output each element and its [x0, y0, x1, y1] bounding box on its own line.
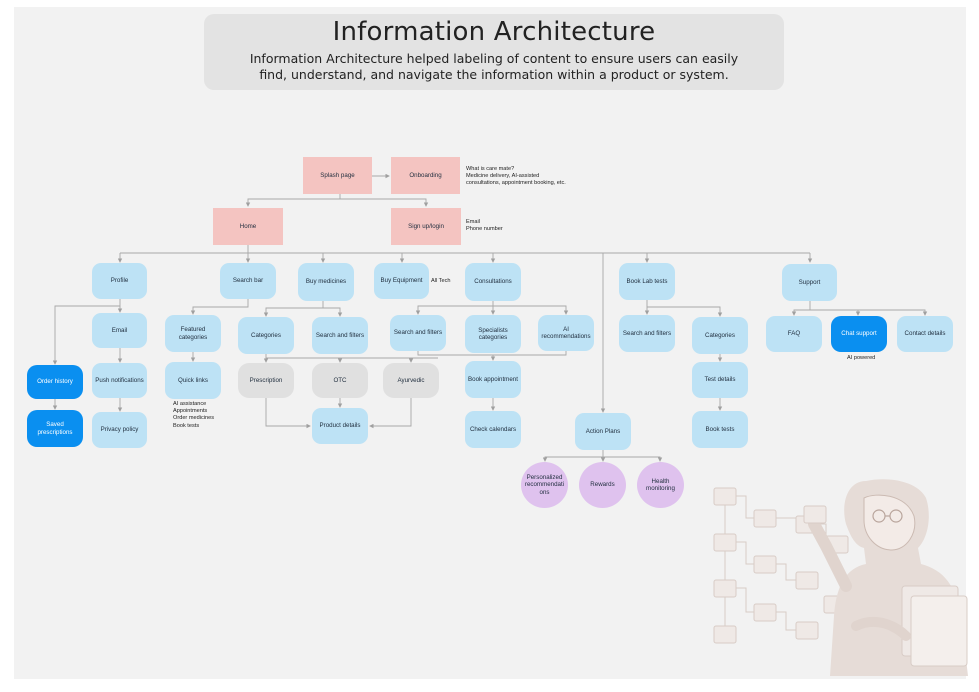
- prescription-node: Prescription: [238, 363, 294, 398]
- book-tests-node: Book tests: [692, 411, 748, 448]
- onboarding-node: Onboarding: [391, 157, 460, 194]
- book-appointment-node: Book appointment: [465, 361, 521, 398]
- onboarding-note: What is care mate? Medicine delivery, AI…: [466, 166, 566, 187]
- contact-details-node: Contact details: [897, 316, 953, 352]
- otc-node: OTC: [312, 363, 368, 398]
- saved-prescriptions-node: Saved prescriptions: [27, 410, 83, 447]
- email-node: Email: [92, 313, 147, 348]
- push-notifications-node: Push notifications: [92, 363, 147, 398]
- header-panel: Information Architecture Information Arc…: [204, 14, 784, 90]
- featured-categories-node: Featured categories: [165, 315, 221, 352]
- rewards-node: Rewards: [579, 462, 626, 508]
- person-illustration: [713, 479, 968, 676]
- personalized-recommendations-node: Personalized recommendati ons: [521, 462, 568, 508]
- signup-note: Email Phone number: [466, 219, 503, 233]
- chat-support-note: AI powered: [847, 355, 876, 361]
- book-lab-tests-node: Book Lab tests: [619, 263, 675, 300]
- splash-page-node: Splash page: [303, 157, 372, 194]
- search-filters-medicines-node: Search and filters: [312, 317, 368, 354]
- search-filters-consultations-node: Search and filters: [390, 315, 446, 351]
- privacy-policy-node: Privacy policy: [92, 412, 147, 448]
- signup-login-node: Sign up/login: [391, 208, 461, 245]
- chat-support-node: Chat support: [831, 316, 887, 352]
- order-history-node: Order history: [27, 365, 83, 399]
- faq-node: FAQ: [766, 316, 822, 352]
- quick-links-note: AI assistance Appointments Order medicin…: [173, 401, 215, 429]
- buy-equipment-node: Buy Equipment: [374, 263, 429, 299]
- search-filters-lab-node: Search and filters: [619, 315, 675, 352]
- categories-lab-node: Categories: [692, 317, 748, 354]
- ayurvedic-node: Ayurvedic: [383, 363, 439, 398]
- test-details-node: Test details: [692, 362, 748, 398]
- page-title: Information Architecture: [332, 17, 656, 47]
- action-plans-node: Action Plans: [575, 413, 631, 450]
- specialists-categories-node: Specialists categories: [465, 315, 521, 353]
- consultations-node: Consultations: [465, 263, 521, 301]
- profile-node: Profile: [92, 263, 147, 299]
- quick-links-node: Quick links: [165, 362, 221, 399]
- categories-medicines-node: Categories: [238, 317, 294, 354]
- equipment-note: All Tech: [431, 278, 451, 284]
- product-details-node: Product details: [312, 408, 368, 444]
- page-description: Information Architecture helped labeling…: [249, 51, 739, 82]
- search-bar-node: Search bar: [220, 263, 276, 299]
- support-node: Support: [782, 264, 837, 301]
- buy-medicines-node: Buy medicines: [298, 263, 354, 301]
- health-monitoring-node: Health monitoring: [637, 462, 684, 508]
- check-calendars-node: Check calendars: [465, 411, 521, 448]
- home-node: Home: [213, 208, 283, 245]
- ai-recommendations-node: AI recommendations: [538, 315, 594, 351]
